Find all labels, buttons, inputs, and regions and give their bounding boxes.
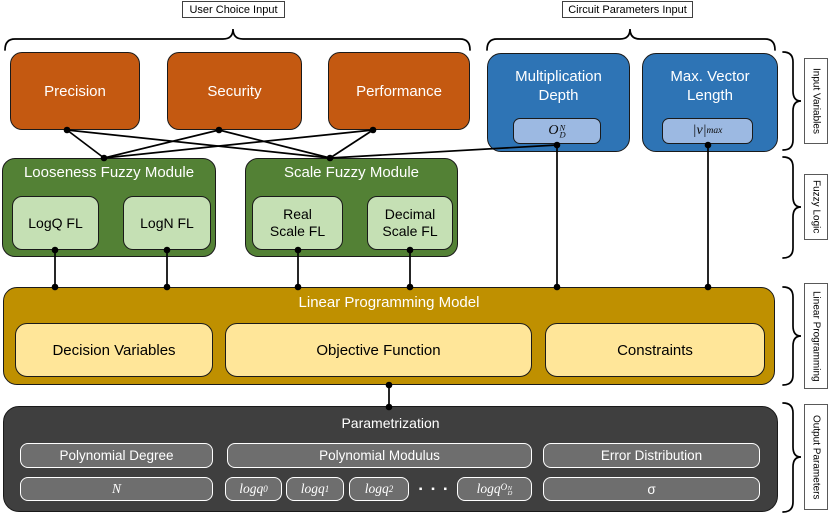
depth-symbol-sup: N [559,122,566,133]
sigma-box: σ [543,477,760,501]
logq-last-base: logq [476,481,501,496]
scale-fuzzy-module-title: Scale Fuzzy Module [283,164,420,181]
linear-programming-side-label-text: Linear Programming [810,290,822,382]
linear-programming-brace [782,286,802,386]
decimal-scale-fl-box: Decimal Scale FL [367,196,453,250]
multiplication-depth-line2: Depth [538,87,579,104]
precision-box: Precision [10,52,140,130]
output-parameters-brace [782,402,802,513]
parametrization-title: Parametrization [341,415,440,431]
logq2-sub: 2 [388,484,394,494]
circuit-parameters-input-label: Circuit Parameters Input [562,1,693,18]
logq-fl-box: LogQ FL [12,196,99,250]
logn-fl-box: LogN FL [123,196,211,250]
real-scale-line2: Scale FL [269,223,326,239]
error-distribution-box: Error Distribution [543,443,760,468]
input-variables-side-label: Input Variables [804,58,828,144]
performance-box: Performance [328,52,470,130]
max-vector-length-badge: |v|max [662,118,753,144]
vector-symbol-base: |v| [692,123,707,138]
user-choice-input-label: User Choice Input [182,1,285,18]
security-box: Security [167,52,302,130]
logq-last-sub-sub: D [507,490,513,497]
logq-last-sub-base: O [500,481,508,492]
fuzzy-logic-brace [782,156,802,259]
depth-symbol-base: O [548,123,559,138]
input-variables-brace [782,51,802,151]
objective-function-box: Objective Function [225,323,532,377]
logq-last-sub-sup: N [507,484,512,492]
fuzzy-logic-side-label-text: Fuzzy Logic [810,180,822,234]
decision-variables-box: Decision Variables [15,323,213,377]
circuit-parameters-brace [486,28,776,51]
ellipsis-squares: ▪ ▪ ▪ [418,483,451,495]
real-scale-fl-box: Real Scale FL [252,196,343,250]
real-scale-line1: Real [283,206,312,222]
decimal-scale-line1: Decimal [384,206,436,222]
linear-programming-model-title: Linear Programming Model [298,294,480,311]
decimal-scale-line2: Scale FL [382,223,438,239]
output-parameters-side-label: Output Parameters [804,404,828,510]
vector-symbol-sub: max [706,126,723,136]
linear-programming-side-label: Linear Programming [804,283,828,389]
input-variables-side-label-text: Input Variables [810,68,822,134]
polynomial-degree-box: Polynomial Degree [20,443,213,468]
logq1-base: logq [300,481,325,496]
logq0-sub: 0 [263,484,268,494]
max-vector-line2: Length [687,87,733,104]
logq0-base: logq [239,481,264,496]
poly-degree-n-box: N [20,477,213,501]
output-parameters-side-label-text: Output Parameters [810,414,822,500]
multiplication-depth-line1: Multiplication [515,68,602,85]
looseness-fuzzy-module-title: Looseness Fuzzy Module [23,164,195,181]
fuzzy-logic-side-label: Fuzzy Logic [804,174,828,240]
constraints-box: Constraints [545,323,765,377]
user-choice-brace [4,28,471,51]
logq1-sub: 1 [324,484,330,494]
polynomial-modulus-box: Polynomial Modulus [227,443,532,468]
logq2-base: logq [364,481,389,496]
max-vector-line1: Max. Vector [670,68,750,85]
depth-symbol-sub: D [559,129,566,140]
